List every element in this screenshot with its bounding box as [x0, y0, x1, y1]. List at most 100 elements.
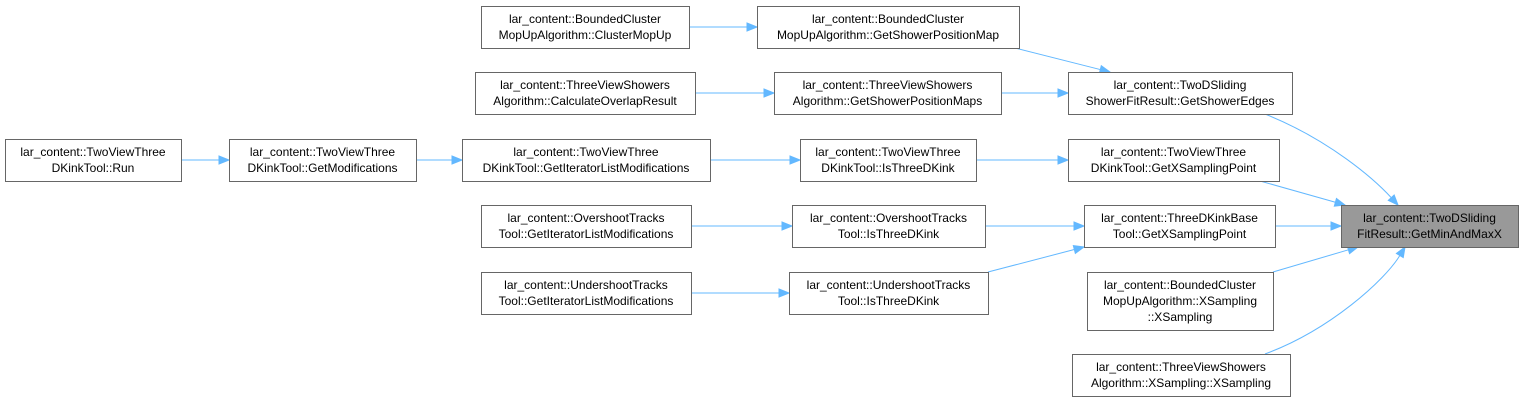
node-box[interactable]	[1072, 354, 1291, 397]
node-label-line: lar_content::TwoDSliding	[1114, 78, 1247, 92]
edge-arrowhead	[1333, 197, 1347, 207]
node-box[interactable]	[229, 139, 417, 182]
edge-getshoweredges-to-getminandmaxx	[1264, 113, 1399, 206]
edge-arrowhead	[778, 288, 791, 298]
node-boundedcluster-xsampling[interactable]: lar_content::BoundedClusterMopUpAlgorith…	[1087, 272, 1274, 331]
node-label-line: lar_content::TwoViewThree	[250, 145, 396, 159]
node-getshoweredges[interactable]: lar_content::TwoDSlidingShowerFitResult:…	[1068, 72, 1293, 115]
node-label-line: Tool::GetIteratorListModifications	[499, 294, 674, 308]
node-box[interactable]	[462, 139, 711, 182]
node-label-line: lar_content::BoundedCluster	[812, 12, 964, 26]
node-getminandmaxx[interactable]: lar_content::TwoDSlidingFitResult::GetMi…	[1341, 205, 1519, 248]
edge-arrowhead	[781, 221, 794, 231]
node-threeviewshowers-calculateoverlapresult[interactable]: lar_content::ThreeViewShowersAlgorithm::…	[475, 72, 696, 115]
node-box[interactable]	[481, 6, 690, 49]
node-threeviewshowers-getshowerpositionmaps[interactable]: lar_content::ThreeViewShowersAlgorithm::…	[774, 72, 1002, 115]
node-label-line: Tool::GetIteratorListModifications	[499, 227, 674, 241]
node-boundedcluster-getshowerpositionmap[interactable]: lar_content::BoundedClusterMopUpAlgorith…	[757, 6, 1020, 49]
edge-twoview-getmodifications-to-twoview-getiteratorlistmodifications	[416, 155, 464, 165]
node-threeviewshowers-xsampling[interactable]: lar_content::ThreeViewShowersAlgorithm::…	[1072, 354, 1291, 397]
node-label-line: lar_content::OvershootTracks	[810, 211, 967, 225]
node-label-line: DKinkTool::GetXSamplingPoint	[1091, 161, 1257, 175]
node-box[interactable]	[792, 205, 986, 248]
node-overshoot-isthreedkink[interactable]: lar_content::OvershootTracksTool::IsThre…	[792, 205, 986, 248]
edge-line	[987, 249, 1075, 273]
node-twoview-getmodifications[interactable]: lar_content::TwoViewThreeDKinkTool::GetM…	[229, 139, 417, 182]
node-label-line: lar_content::UndershootTracks	[807, 278, 971, 292]
edge-arrowhead	[1387, 194, 1399, 206]
edge-arrowhead	[1330, 221, 1343, 231]
node-box[interactable]	[800, 139, 977, 182]
node-label-line: Algorithm::CalculateOverlapResult	[493, 94, 677, 108]
node-overshoot-getiteratorlistmodifications[interactable]: lar_content::OvershootTracksTool::GetIte…	[481, 205, 692, 248]
edge-arrowhead	[1073, 221, 1086, 231]
node-twoview-isthreedkink[interactable]: lar_content::TwoViewThreeDKinkTool::IsTh…	[800, 139, 977, 182]
edge-arrowhead	[1057, 88, 1070, 98]
edge-twoview-getxsamplingpoint-to-getminandmaxx	[1259, 180, 1347, 207]
node-undershoot-getiteratorlistmodifications[interactable]: lar_content::UndershootTracksTool::GetIt…	[481, 272, 692, 315]
node-boundedcluster-clustermopup[interactable]: lar_content::BoundedClusterMopUpAlgorith…	[481, 6, 690, 49]
node-box[interactable]	[1341, 205, 1519, 248]
node-box[interactable]	[1084, 205, 1276, 248]
node-twoview-getxsamplingpoint[interactable]: lar_content::TwoViewThreeDKinkTool::GetX…	[1068, 139, 1280, 182]
node-box[interactable]	[1087, 272, 1274, 331]
edge-boundedcluster-getshowerpositionmap-to-getshoweredges	[1014, 47, 1112, 75]
node-label-line: lar_content::TwoViewThree	[513, 145, 659, 159]
node-label-line: lar_content::BoundedCluster	[509, 12, 661, 26]
edge-twoview-getiteratorlistmodifications-to-twoview-isthreedkink	[710, 155, 802, 165]
node-label-line: DKinkTool::IsThreeDKink	[821, 161, 955, 175]
node-label-line: lar_content::ThreeDKinkBase	[1101, 211, 1258, 225]
edge-undershoot-isthreedkink-to-threedkinkbase-getxsamplingpoint	[987, 245, 1086, 273]
edge-arrowhead	[1395, 245, 1406, 259]
node-label-line: MopUpAlgorithm::ClusterMopUp	[499, 28, 672, 42]
edge-boundedcluster-xsampling-to-getminandmaxx	[1272, 245, 1360, 273]
edge-threedkinkbase-getxsamplingpoint-to-getminandmaxx	[1275, 221, 1343, 231]
edge-line	[1259, 180, 1336, 203]
node-label-line: lar_content::TwoViewThree	[20, 145, 166, 159]
edge-threeviewshowers-getshowerpositionmaps-to-getshoweredges	[1001, 88, 1070, 98]
node-label-line: lar_content::TwoViewThree	[815, 145, 961, 159]
edge-arrowhead	[746, 22, 759, 32]
node-label-line: Algorithm::XSampling::XSampling	[1091, 376, 1271, 390]
nodes-layer: lar_content::TwoDSlidingFitResult::GetMi…	[5, 6, 1519, 397]
edge-twoview-isthreedkink-to-twoview-getxsamplingpoint	[976, 155, 1070, 165]
node-label-line: DKinkTool::Run	[52, 161, 135, 175]
edge-arrowhead	[218, 155, 231, 165]
node-box[interactable]	[774, 72, 1002, 115]
node-label-line: lar_content::ThreeViewShowers	[803, 78, 973, 92]
node-box[interactable]	[5, 139, 182, 182]
edge-line	[1264, 255, 1401, 355]
node-box[interactable]	[475, 72, 696, 115]
node-box[interactable]	[481, 272, 692, 315]
edge-line	[1014, 47, 1101, 71]
node-twoview-getiteratorlistmodifications[interactable]: lar_content::TwoViewThreeDKinkTool::GetI…	[462, 139, 711, 182]
node-box[interactable]	[1068, 72, 1293, 115]
edge-boundedcluster-clustermopup-to-boundedcluster-getshowerpositionmap	[689, 22, 759, 32]
edges-layer	[181, 22, 1406, 355]
node-undershoot-isthreedkink[interactable]: lar_content::UndershootTracksTool::IsThr…	[789, 272, 989, 315]
edge-line	[1264, 113, 1392, 198]
node-label-line: lar_content::ThreeViewShowers	[500, 78, 670, 92]
edge-undershoot-getiteratorlistmodifications-to-undershoot-isthreedkink	[691, 288, 791, 298]
node-label-line: lar_content::UndershootTracks	[504, 278, 668, 292]
node-box[interactable]	[789, 272, 989, 315]
node-label-line: Algorithm::GetShowerPositionMaps	[793, 94, 982, 108]
node-label-line: Tool::IsThreeDKink	[838, 227, 940, 241]
node-threedkinkbase-getxsamplingpoint[interactable]: lar_content::ThreeDKinkBaseTool::GetXSam…	[1084, 205, 1276, 248]
edge-threeviewshowers-calculateoverlapresult-to-threeviewshowers-getshowerpositionmaps	[695, 88, 776, 98]
node-box[interactable]	[481, 205, 692, 248]
node-label-line: ::XSampling	[1148, 310, 1213, 324]
edge-overshoot-isthreedkink-to-threedkinkbase-getxsamplingpoint	[985, 221, 1086, 231]
edge-arrowhead	[763, 88, 776, 98]
node-label-line: lar_content::ThreeViewShowers	[1096, 360, 1266, 374]
node-label-line: Tool::GetXSamplingPoint	[1113, 227, 1247, 241]
node-label-line: Tool::IsThreeDKink	[838, 294, 940, 308]
node-box[interactable]	[1068, 139, 1280, 182]
node-box[interactable]	[757, 6, 1020, 49]
edge-arrowhead	[451, 155, 464, 165]
edge-threeviewshowers-xsampling-to-getminandmaxx	[1264, 245, 1406, 355]
node-label-line: lar_content::TwoViewThree	[1101, 145, 1247, 159]
node-label-line: lar_content::TwoDSliding	[1363, 211, 1496, 225]
